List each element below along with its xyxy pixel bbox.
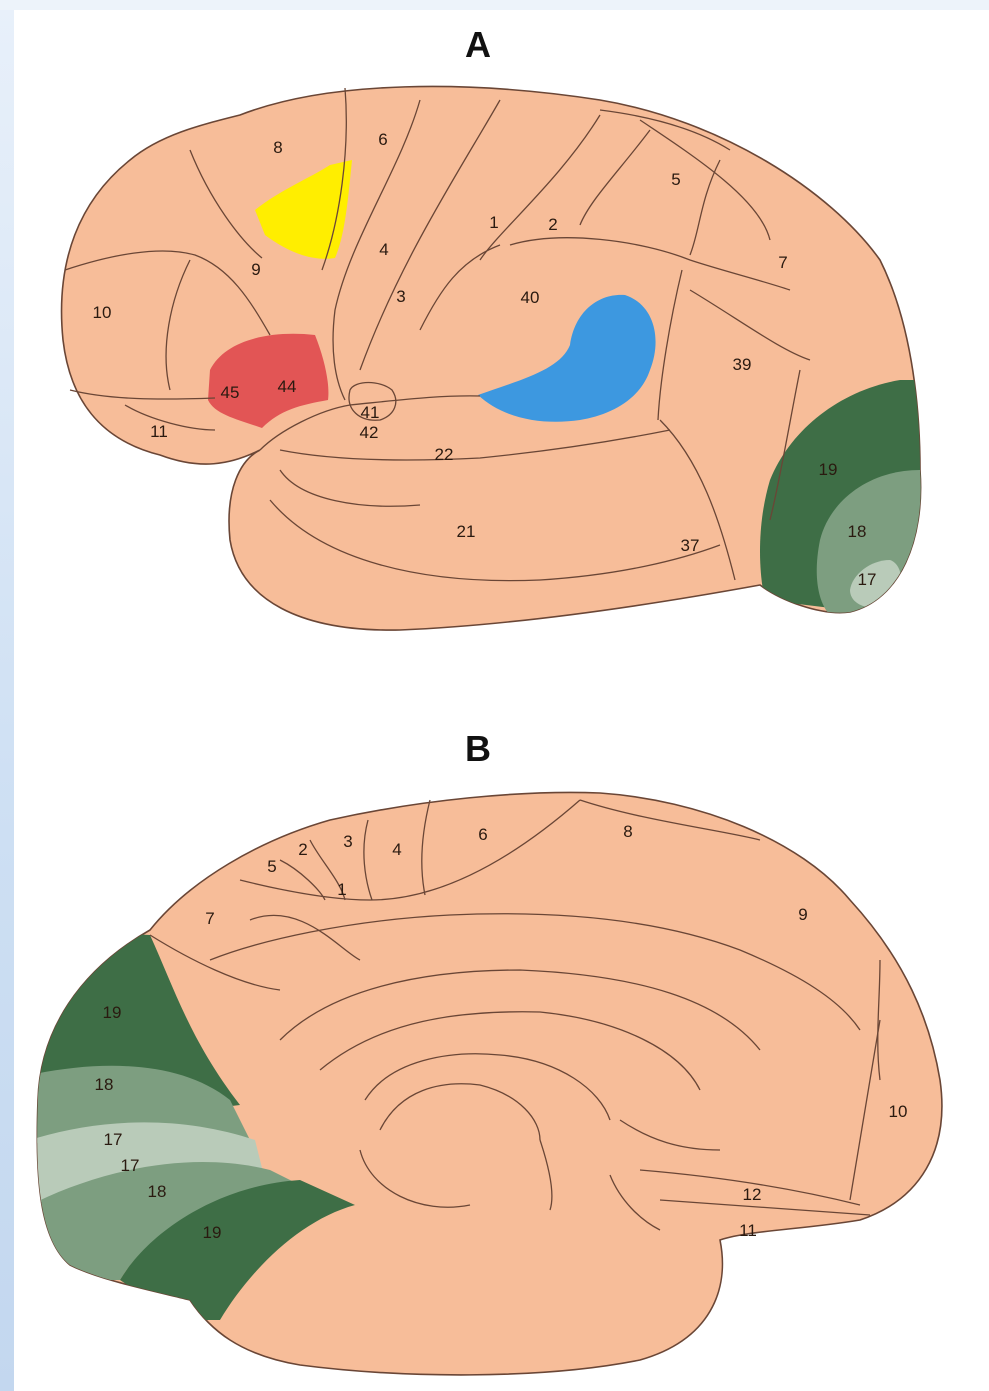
area-label-a-15: 42 [360,423,379,442]
area-label-a-12: 44 [278,377,297,396]
area-label-a-1: 6 [378,130,387,149]
area-label-a-14: 41 [361,403,380,422]
area-label-a-13: 39 [733,355,752,374]
area-label-a-0: 8 [273,138,282,157]
area-label-b-2: 3 [343,832,352,851]
area-label-a-11: 45 [221,383,240,402]
area-label-a-8: 10 [93,303,112,322]
area-label-a-17: 22 [435,445,454,464]
area-label-b-8: 9 [798,905,807,924]
area-label-b-4: 6 [478,825,487,844]
area-label-a-6: 9 [251,260,260,279]
area-label-b-13: 18 [148,1182,167,1201]
area-label-b-3: 4 [392,840,401,859]
area-label-a-22: 17 [858,570,877,589]
area-label-b-1: 2 [298,840,307,859]
area-label-b-6: 1 [337,880,346,899]
panel-a-brain [62,86,930,630]
area-label-b-16: 11 [739,1221,757,1240]
area-label-a-2: 5 [671,170,680,189]
area-label-b-7: 7 [205,909,214,928]
area-label-b-5: 8 [623,822,632,841]
area-label-b-15: 12 [743,1185,762,1204]
area-label-b-0: 5 [267,857,276,876]
area-label-a-3: 1 [489,213,498,232]
area-label-a-20: 21 [457,522,476,541]
area-label-a-5: 4 [379,240,388,259]
area-label-a-21: 37 [681,536,700,555]
area-label-a-10: 40 [521,288,540,307]
area-label-a-18: 19 [819,460,838,479]
area-label-b-11: 17 [104,1130,123,1149]
area-label-a-19: 18 [848,522,867,541]
area-label-a-4: 2 [548,215,557,234]
area-label-b-10: 18 [95,1075,114,1094]
area-label-b-14: 10 [889,1102,908,1121]
area-label-a-16: 11 [150,422,168,441]
area-label-b-9: 19 [103,1003,122,1022]
area-label-a-9: 3 [396,287,405,306]
area-label-b-12: 17 [121,1156,140,1175]
area-label-b-17: 19 [203,1223,222,1242]
area-label-a-7: 7 [778,253,787,272]
panel-b-brain [30,792,942,1374]
